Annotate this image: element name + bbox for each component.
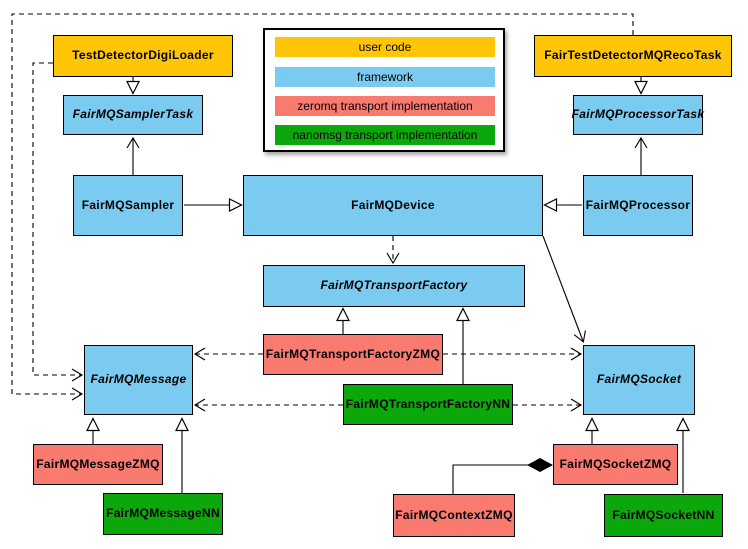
legend-label: user code xyxy=(358,40,412,54)
legend-item-zeromq: zeromq transport implementation xyxy=(275,96,495,116)
composition-diamond xyxy=(527,458,553,472)
node-fairmq-processor-task: FairMQProcessorTask xyxy=(571,95,705,135)
node-fair-test-detector-mq-reco-task: FairTestDetectorMQRecoTask xyxy=(534,35,732,77)
node-label: FairMQSocket xyxy=(596,372,682,387)
node-label: FairMQSocketZMQ xyxy=(559,456,672,471)
legend-item-framework: framework xyxy=(275,67,495,87)
node-label: TestDetectorDigiLoader xyxy=(72,48,214,63)
node-fairmq-processor: FairMQProcessor xyxy=(583,175,693,236)
node-label: FairMQMessageZMQ xyxy=(36,456,160,471)
node-fairmq-context-zmq: FairMQContextZMQ xyxy=(393,494,515,537)
node-label: FairMQDevice xyxy=(351,197,435,212)
node-label: FairMQTransportFactory xyxy=(320,278,468,293)
node-label: FairTestDetectorMQRecoTask xyxy=(544,48,722,63)
node-label: FairMQTransportFactoryNN xyxy=(345,396,511,411)
node-test-detector-digi-loader: TestDetectorDigiLoader xyxy=(53,35,233,77)
legend-item-nanomsg: nanomsg transport implementation xyxy=(275,125,495,145)
node-fairmq-transport-factory-nn: FairMQTransportFactoryNN xyxy=(343,384,513,425)
node-fairmq-message-zmq: FairMQMessageZMQ xyxy=(33,444,163,485)
node-label: FairMQSamplerTask xyxy=(72,107,194,122)
node-label: FairMQSocketNN xyxy=(612,507,715,522)
node-fairmq-sampler: FairMQSampler xyxy=(73,175,183,236)
node-fairmq-socket-zmq: FairMQSocketZMQ xyxy=(553,444,678,485)
node-fairmq-transport-factory-zmq: FairMQTransportFactoryZMQ xyxy=(263,334,443,375)
node-label: FairMQMessage xyxy=(90,372,187,387)
node-label: FairMQMessageNN xyxy=(106,506,220,521)
edge-contextzmq-composition-socketzmq xyxy=(452,464,528,494)
node-label: FairMQContextZMQ xyxy=(395,507,513,522)
node-fairmq-sampler-task: FairMQSamplerTask xyxy=(63,95,203,135)
legend-item-user-code: user code xyxy=(275,37,495,57)
node-fairmq-socket-nn: FairMQSocketNN xyxy=(604,494,723,537)
legend: user code framework zeromq transport imp… xyxy=(263,28,505,152)
legend-label: framework xyxy=(356,70,413,84)
node-label: FairMQSampler xyxy=(81,197,175,212)
legend-label: nanomsg transport implementation xyxy=(292,128,478,142)
node-fairmq-socket: FairMQSocket xyxy=(583,345,695,415)
legend-label: zeromq transport implementation xyxy=(297,99,473,113)
node-fairmq-device: FairMQDevice xyxy=(243,175,543,236)
node-fairmq-message-nn: FairMQMessageNN xyxy=(103,493,223,535)
node-fairmq-message: FairMQMessage xyxy=(84,345,193,415)
node-label: FairMQProcessor xyxy=(585,197,691,212)
node-label: FairMQProcessorTask xyxy=(571,107,705,122)
edge-device-uses-socket xyxy=(542,235,586,343)
node-label: FairMQTransportFactoryZMQ xyxy=(265,346,441,361)
node-fairmq-transport-factory: FairMQTransportFactory xyxy=(263,265,525,307)
